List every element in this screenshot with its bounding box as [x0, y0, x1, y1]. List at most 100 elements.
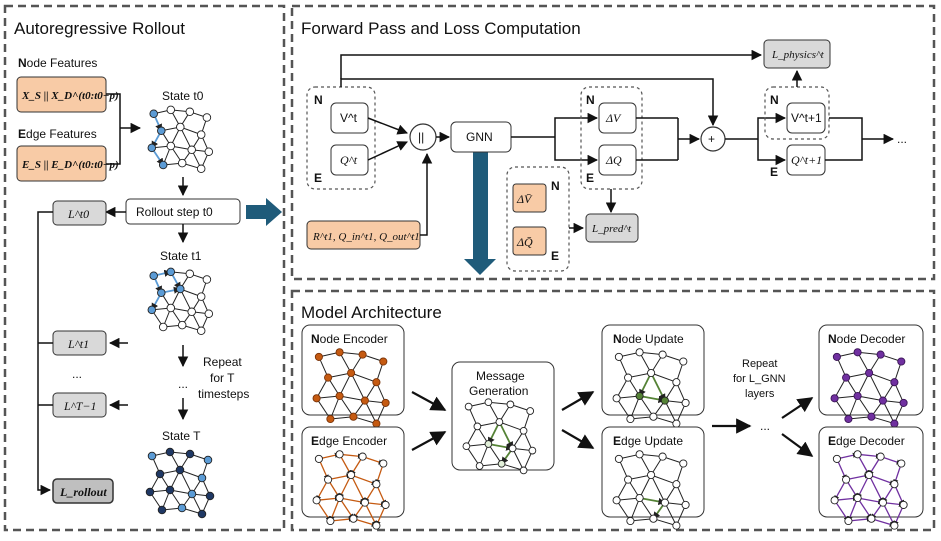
graph-node — [177, 158, 187, 168]
graph-node — [506, 400, 515, 409]
graph-node — [157, 288, 166, 298]
loss-t0-box — [52, 200, 107, 226]
graph-node — [614, 352, 623, 361]
node-enc-to-msg — [411, 391, 447, 411]
graph-edge — [664, 502, 677, 526]
outputs-merge — [825, 117, 863, 161]
graph-edge — [364, 400, 377, 424]
msg-to-edge-update — [561, 429, 595, 449]
graph-node — [177, 320, 187, 330]
graph-node — [612, 496, 621, 505]
graph-node — [177, 503, 187, 513]
input-E-label: E — [314, 171, 322, 185]
graph-edge — [639, 395, 666, 403]
graph-edge — [834, 398, 849, 420]
edge-encoder-label: Edge Encoder — [311, 434, 387, 448]
graph-node — [672, 378, 681, 387]
msg-to-node-update — [561, 391, 595, 411]
features-bracket — [106, 93, 121, 165]
loss-rollout-label: L_rollout — [59, 485, 107, 499]
graph-node — [166, 303, 176, 313]
edge-enc-to-msg — [411, 431, 447, 451]
graph-node — [347, 368, 356, 378]
graph-node — [196, 164, 206, 174]
graph-node — [484, 440, 493, 448]
graph-node — [187, 489, 197, 499]
loss-T1-label: L^T−1 — [63, 399, 97, 413]
graph-node — [197, 473, 207, 483]
graph-edge — [639, 395, 654, 417]
graph-edge — [487, 421, 501, 445]
graph-node — [649, 514, 658, 523]
graph-edge — [868, 474, 884, 504]
graph-node — [326, 414, 335, 424]
graph-node — [205, 491, 215, 501]
graph-edge — [639, 497, 654, 519]
graph-node — [312, 496, 321, 505]
graph-node — [372, 378, 381, 387]
graph-node — [890, 419, 899, 428]
graph-node — [202, 113, 212, 122]
state-t0-label: State t0 — [162, 89, 204, 103]
graph-node — [626, 414, 635, 424]
graph-edge — [179, 469, 193, 495]
graph-node — [876, 452, 885, 461]
graph-edge — [847, 395, 859, 420]
graph-edge — [350, 372, 366, 401]
graph-node — [635, 493, 644, 503]
plus-to-qt1 — [757, 139, 787, 166]
delta-E-label: E — [586, 171, 594, 185]
left-panel-title: Autoregressive Rollout — [14, 19, 185, 38]
gnn-repeat-1: Repeat — [742, 358, 777, 370]
graph-edge — [882, 400, 895, 424]
graph-edge — [639, 497, 666, 505]
graph-edge — [650, 372, 677, 383]
graph-edge — [465, 445, 481, 467]
loss-pred-label: L_pred^t — [591, 223, 632, 235]
repeat-text-3: timesteps — [198, 387, 249, 401]
truth-N-label: N — [551, 179, 560, 193]
dots-to-node-dec — [781, 397, 814, 419]
graph-edge — [650, 474, 677, 485]
graph-node — [147, 143, 157, 153]
graph-node — [326, 516, 335, 526]
graph-node — [890, 521, 899, 530]
node-decoder-graph — [830, 348, 908, 428]
graph-node — [349, 412, 358, 421]
graph-node — [324, 373, 333, 382]
left-panel-frame — [3, 4, 286, 532]
graph-edge — [638, 372, 652, 397]
input-N-label: N — [314, 93, 323, 107]
graph-node — [185, 269, 195, 279]
graph-node — [865, 470, 874, 480]
graph-edge — [339, 372, 352, 397]
graph-node — [196, 326, 206, 336]
gnn-dots: ... — [760, 419, 770, 433]
truth-group-frame — [506, 166, 570, 272]
gnn-label: GNN — [466, 130, 493, 144]
vt1-label: V^t+1 — [791, 111, 822, 125]
graph-node — [876, 350, 885, 359]
graph-node — [196, 292, 206, 301]
graph-node — [612, 394, 621, 403]
graph-edge — [499, 421, 524, 432]
node-update-graph — [612, 348, 690, 428]
graph-node — [462, 442, 471, 451]
graph-node — [832, 454, 841, 463]
graph-node — [166, 267, 176, 277]
graph-node — [360, 498, 369, 507]
graph-node — [312, 394, 321, 403]
graph-node — [202, 275, 212, 284]
graph-node — [372, 521, 381, 530]
graph-node — [158, 160, 168, 170]
graph-edge — [479, 443, 489, 467]
graph-node — [878, 498, 887, 507]
edge-features-formula: E_S || E_D^(t0:t0−p) — [21, 159, 119, 171]
graph-edge — [857, 474, 870, 499]
state-T-label: State T — [162, 429, 201, 443]
bottom-panel-frame — [290, 289, 936, 532]
graph-edge — [629, 497, 641, 522]
graph-node — [844, 414, 853, 424]
graph-edge — [339, 395, 354, 417]
